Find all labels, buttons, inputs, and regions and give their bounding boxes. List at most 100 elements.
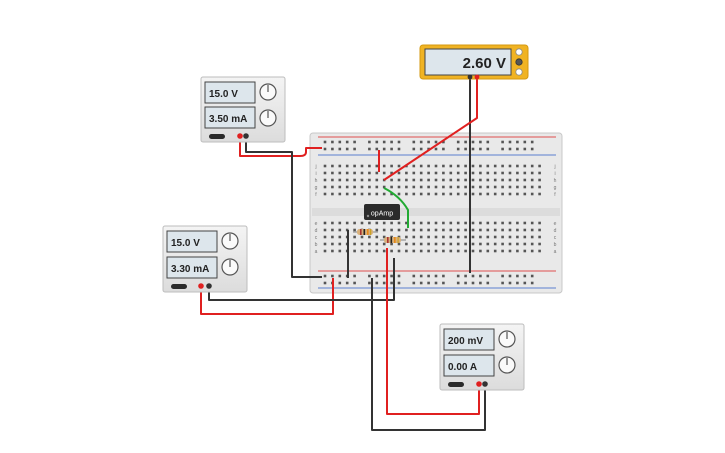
breadboard-hole[interactable] — [405, 249, 408, 253]
breadboard-hole[interactable] — [523, 228, 527, 232]
breadboard-hole[interactable] — [345, 221, 349, 225]
breadboard-hole[interactable] — [353, 249, 356, 253]
breadboard-hole[interactable] — [412, 274, 416, 278]
breadboard-hole[interactable] — [382, 221, 386, 225]
breadboard-hole[interactable] — [508, 228, 512, 232]
breadboard-hole[interactable] — [390, 274, 393, 278]
breadboard-hole[interactable] — [538, 192, 541, 196]
breadboard-hole[interactable] — [382, 192, 386, 196]
breadboard-hole[interactable] — [338, 249, 342, 253]
breadboard-hole[interactable] — [397, 147, 401, 151]
breadboard-hole[interactable] — [442, 221, 445, 225]
breadboard-hole[interactable] — [501, 140, 504, 144]
breadboard-hole[interactable] — [419, 281, 423, 285]
breadboard-hole[interactable] — [390, 192, 393, 196]
breadboard-hole[interactable] — [397, 178, 401, 182]
breadboard-hole[interactable] — [338, 192, 342, 196]
supply3-pos-terminal[interactable] — [476, 381, 482, 387]
breadboard-hole[interactable] — [493, 228, 497, 232]
breadboard-hole[interactable] — [368, 171, 371, 175]
breadboard-hole[interactable] — [486, 235, 490, 239]
breadboard-hole[interactable] — [442, 228, 445, 232]
breadboard-hole[interactable] — [449, 235, 453, 239]
breadboard-hole[interactable] — [368, 249, 371, 253]
breadboard-hole[interactable] — [442, 242, 445, 246]
breadboard-hole[interactable] — [501, 281, 504, 285]
breadboard-hole[interactable] — [397, 164, 401, 168]
breadboard-hole[interactable] — [486, 140, 490, 144]
breadboard-hole[interactable] — [338, 274, 342, 278]
breadboard-hole[interactable] — [479, 171, 482, 175]
breadboard-hole[interactable] — [360, 178, 364, 182]
breadboard-hole[interactable] — [397, 140, 401, 144]
breadboard-hole[interactable] — [427, 221, 430, 225]
breadboard-hole[interactable] — [419, 164, 423, 168]
breadboard-hole[interactable] — [338, 140, 342, 144]
breadboard-hole[interactable] — [516, 242, 519, 246]
breadboard-hole[interactable] — [353, 242, 356, 246]
multimeter-pos-terminal[interactable] — [474, 74, 480, 80]
breadboard-hole[interactable] — [331, 192, 334, 196]
breadboard-hole[interactable] — [486, 147, 490, 151]
power-supply-1[interactable]: 15.0 V 3.50 mA — [200, 76, 286, 143]
breadboard-hole[interactable] — [538, 221, 541, 225]
breadboard-hole[interactable] — [479, 242, 482, 246]
breadboard-hole[interactable] — [375, 140, 379, 144]
breadboard-hole[interactable] — [331, 171, 334, 175]
breadboard-hole[interactable] — [427, 249, 430, 253]
breadboard-hole[interactable] — [331, 274, 334, 278]
breadboard-hole[interactable] — [382, 164, 386, 168]
breadboard-hole[interactable] — [479, 178, 482, 182]
breadboard-hole[interactable] — [464, 178, 467, 182]
breadboard-hole[interactable] — [353, 185, 356, 189]
breadboard-hole[interactable] — [397, 281, 401, 285]
breadboard-hole[interactable] — [331, 221, 334, 225]
breadboard-hole[interactable] — [434, 147, 438, 151]
breadboard-hole[interactable] — [434, 192, 438, 196]
breadboard-hole[interactable] — [375, 221, 379, 225]
breadboard-hole[interactable] — [419, 228, 423, 232]
breadboard-hole[interactable] — [345, 164, 349, 168]
breadboard-hole[interactable] — [434, 281, 438, 285]
breadboard-hole[interactable] — [419, 192, 423, 196]
breadboard-hole[interactable] — [434, 178, 438, 182]
breadboard-hole[interactable] — [353, 147, 356, 151]
breadboard-hole[interactable] — [456, 178, 460, 182]
breadboard-hole[interactable] — [412, 140, 416, 144]
breadboard-hole[interactable] — [471, 274, 475, 278]
supply1-neg-terminal[interactable] — [243, 133, 249, 139]
breadboard-hole[interactable] — [456, 228, 460, 232]
breadboard-hole[interactable] — [368, 164, 371, 168]
breadboard-hole[interactable] — [456, 192, 460, 196]
breadboard-hole[interactable] — [419, 221, 423, 225]
breadboard-hole[interactable] — [501, 171, 504, 175]
breadboard-hole[interactable] — [434, 242, 438, 246]
breadboard-hole[interactable] — [353, 192, 356, 196]
breadboard-hole[interactable] — [419, 140, 423, 144]
breadboard-hole[interactable] — [523, 242, 527, 246]
breadboard-hole[interactable] — [456, 185, 460, 189]
breadboard-hole[interactable] — [523, 221, 527, 225]
breadboard-hole[interactable] — [493, 242, 497, 246]
wires[interactable] — [200, 78, 486, 431]
breadboard-hole[interactable] — [493, 221, 497, 225]
breadboard-hole[interactable] — [434, 249, 438, 253]
breadboard-hole[interactable] — [412, 147, 416, 151]
breadboard-hole[interactable] — [493, 185, 497, 189]
breadboard-hole[interactable] — [390, 140, 393, 144]
breadboard-hole[interactable] — [323, 228, 327, 232]
breadboard-hole[interactable] — [427, 147, 430, 151]
breadboard-hole[interactable] — [479, 235, 482, 239]
breadboard-hole[interactable] — [508, 242, 512, 246]
breadboard-hole[interactable] — [479, 228, 482, 232]
breadboard-hole[interactable] — [501, 235, 504, 239]
breadboard-hole[interactable] — [516, 147, 519, 151]
breadboard-hole[interactable] — [479, 281, 482, 285]
breadboard-hole[interactable] — [390, 281, 393, 285]
breadboard-hole[interactable] — [323, 281, 327, 285]
breadboard-hole[interactable] — [456, 281, 460, 285]
multimeter-com-terminal[interactable] — [467, 74, 473, 80]
breadboard-holes[interactable] — [323, 140, 541, 285]
breadboard-hole[interactable] — [479, 185, 482, 189]
breadboard-hole[interactable] — [523, 235, 527, 239]
